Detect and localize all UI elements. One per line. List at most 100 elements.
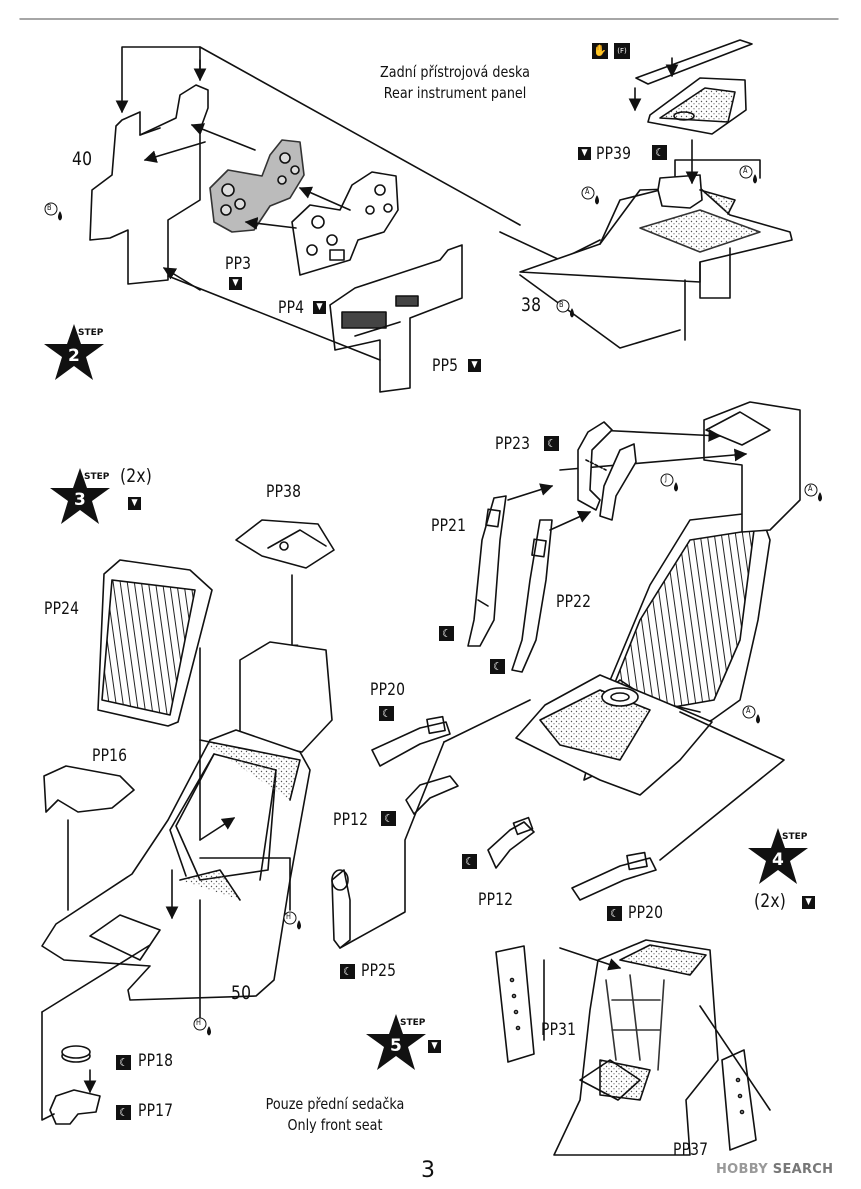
label-pp4: PP4 xyxy=(278,298,305,318)
pp21-badge: ☾ xyxy=(439,626,454,641)
leader-line xyxy=(199,857,291,911)
step-4-badge: ▼ xyxy=(802,896,815,909)
label-pp17: PP17 xyxy=(138,1101,174,1121)
pp4-panel xyxy=(291,171,399,276)
step-5-word: STEP xyxy=(400,1018,426,1028)
pp23-badge: ☾ xyxy=(544,436,559,451)
hand-icon: ✋ xyxy=(592,43,608,59)
pp12a-badge: ☾ xyxy=(381,811,396,826)
label-pp3: PP3 xyxy=(225,254,252,274)
pp39-badge-left: ▼ xyxy=(578,147,591,160)
leader-line xyxy=(699,1005,771,1111)
marker-j: J xyxy=(665,474,668,483)
pp20-buckle-a xyxy=(371,715,451,767)
pp18-badge: ☾ xyxy=(116,1055,131,1070)
label-pp21: PP21 xyxy=(431,516,467,536)
pp38-part xyxy=(235,519,335,569)
glue-markers xyxy=(44,165,822,1036)
label-38: 38 xyxy=(521,294,542,316)
marker-a-1: A xyxy=(585,187,590,196)
pp20b-badge: ☾ xyxy=(607,906,622,921)
label-pp39: PP39 xyxy=(596,144,632,164)
pp5-badge: ▼ xyxy=(468,359,481,372)
marker-a-3: A xyxy=(808,484,813,493)
leader-line xyxy=(41,944,151,1013)
pp17-key xyxy=(49,1089,101,1125)
label-pp5: PP5 xyxy=(432,356,459,376)
pp37-panel xyxy=(721,1049,757,1151)
pp39-badge-right: ☾ xyxy=(652,145,667,160)
leader-line xyxy=(199,46,521,226)
label-pp31: PP31 xyxy=(541,1020,577,1040)
step-2-word: STEP xyxy=(78,328,104,338)
step-4-num: 4 xyxy=(772,850,784,870)
step-2-num: 2 xyxy=(68,346,80,366)
pp4-badge: ▼ xyxy=(313,301,326,314)
pp22-strap xyxy=(511,519,553,673)
step-3-star: STEP 3 xyxy=(50,466,114,528)
marker-h-1: H xyxy=(286,912,292,921)
step-5-num: 5 xyxy=(390,1036,402,1056)
step-4-star: STEP 4 xyxy=(748,826,812,888)
label-pp37: PP37 xyxy=(673,1140,709,1160)
marker-h-2: H xyxy=(196,1018,202,1027)
pp12-buckle-a xyxy=(405,775,459,815)
leader-line xyxy=(41,1011,55,1121)
label-pp38: PP38 xyxy=(266,482,302,502)
pp24-cushion xyxy=(97,559,213,727)
pp23-bracket xyxy=(577,421,637,521)
pp3-badge: ▼ xyxy=(229,277,242,290)
pp12-buckle-b xyxy=(487,816,535,869)
step-3-mult: (2x) xyxy=(120,465,152,487)
step-3-num: 3 xyxy=(74,490,86,510)
label-pp12-b: PP12 xyxy=(478,890,514,910)
step-3-word: STEP xyxy=(84,472,110,482)
part-40-panel xyxy=(89,84,209,285)
pp25-part xyxy=(331,869,351,949)
marker-b-2: B xyxy=(559,300,564,309)
pp20a-badge: ☾ xyxy=(379,706,394,721)
label-pp25: PP25 xyxy=(361,961,397,981)
step-4-mult: (2x) xyxy=(754,890,786,912)
seat-left xyxy=(41,641,333,1001)
pp25-badge: ☾ xyxy=(340,964,355,979)
pp20-buckle-b xyxy=(571,851,657,901)
watermark: HOBBY SEARCH xyxy=(716,1162,833,1177)
seat-bottom xyxy=(553,939,719,1156)
label-pp22: PP22 xyxy=(556,592,592,612)
marker-b-1: B xyxy=(47,203,52,212)
page-number: 3 xyxy=(421,1158,435,1183)
label-pp23: PP23 xyxy=(495,434,531,454)
label-pp18: PP18 xyxy=(138,1051,174,1071)
label-pp12-a: PP12 xyxy=(333,810,369,830)
watermark-rest: SEARCH xyxy=(767,1162,834,1177)
label-pp20-a: PP20 xyxy=(370,680,406,700)
part-38-cockpit xyxy=(519,174,793,283)
pp17-badge: ☾ xyxy=(116,1105,131,1120)
step-5-star: STEP 5 xyxy=(366,1012,430,1074)
label-pp20-b: PP20 xyxy=(628,903,664,923)
pp18-disc xyxy=(61,1045,91,1063)
pp39-parts xyxy=(635,39,753,135)
pp31-panel xyxy=(495,945,535,1063)
marker-a-2: A xyxy=(743,166,748,175)
label-40: 40 xyxy=(72,148,93,170)
label-50: 50 xyxy=(231,982,252,1004)
step-5-badge: ▼ xyxy=(428,1040,441,1053)
pp12b-badge: ☾ xyxy=(462,854,477,869)
marker-f-box: (F) xyxy=(614,43,630,59)
label-pp16: PP16 xyxy=(92,746,128,766)
leader-line xyxy=(167,275,381,361)
step-3-badge: ▼ xyxy=(128,497,141,510)
leader-line xyxy=(659,711,785,861)
pp16-part xyxy=(43,765,135,813)
leader-line xyxy=(519,274,681,349)
step-2-star: STEP 2 xyxy=(44,322,108,384)
pp22-badge: ☾ xyxy=(490,659,505,674)
label-pp24: PP24 xyxy=(44,599,80,619)
marker-a-4: A xyxy=(746,706,751,715)
leader-line xyxy=(339,741,445,949)
watermark-brand: HOBBY xyxy=(716,1162,768,1177)
note-front-seat: Pouze přední sedačka Only front seat xyxy=(265,1095,405,1134)
